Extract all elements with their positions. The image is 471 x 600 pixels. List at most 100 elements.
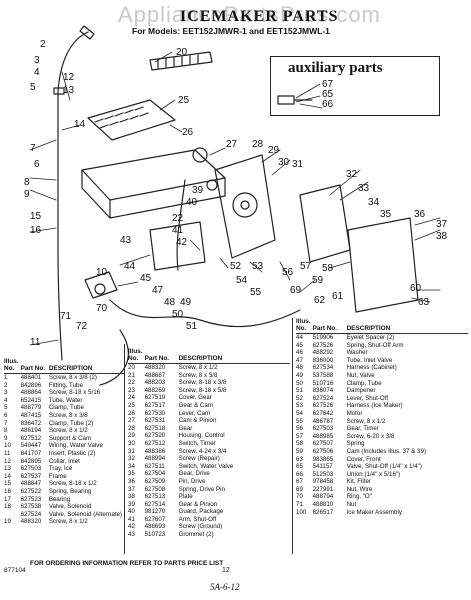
callout-48: 48	[164, 297, 176, 308]
cell-description: Gear, Timer	[346, 425, 379, 433]
cell-description: Screw, 8 x 1/2	[178, 364, 218, 371]
header-illus: Illus. No.	[128, 348, 145, 364]
cell-description: Tube, Water	[48, 396, 83, 404]
cell-illus-no: 55	[296, 417, 303, 425]
cell-illus-no: 50	[296, 379, 303, 387]
cell-part-no: 627504	[144, 470, 166, 478]
cell-description: Screw, 8 x 5/8	[178, 371, 218, 379]
cell-illus-no: 56	[296, 425, 303, 433]
cell-illus-no: 9	[4, 434, 8, 442]
callout-32: 32	[346, 169, 358, 180]
cell-description: Support & Cam	[48, 434, 92, 442]
cell-illus-no: 26	[128, 409, 135, 417]
callout-30: 30	[278, 157, 290, 168]
cell-description: Tray, Ice	[48, 465, 73, 473]
cell-part-no: 488320	[144, 364, 166, 371]
ejector-comb	[149, 51, 213, 71]
cell-description: Screw, 8 x 1/2	[48, 427, 88, 435]
cell-part-no: 627503	[312, 425, 334, 433]
cell-illus-no: 43	[128, 531, 135, 539]
cell-part-no: 978458	[312, 478, 334, 486]
callout-27: 27	[226, 139, 238, 150]
cell-part-no: 510716	[312, 379, 334, 387]
cell-description: Spring, Drive Pin	[178, 485, 225, 493]
table-header-row: Illus. No. Part No. DESCRIPTION	[296, 318, 468, 334]
callout-2: 2	[40, 39, 46, 50]
cell-part-no: 627607	[144, 515, 166, 523]
cell-illus-no: 11	[4, 449, 11, 457]
cell-illus-no: 21	[128, 371, 135, 379]
cell-illus-no: 53	[296, 402, 303, 410]
callout-54: 54	[236, 275, 248, 286]
cell-part-no: 627534	[312, 364, 334, 372]
cell-illus-no: 35	[128, 470, 135, 478]
cell-illus-no: 66	[296, 470, 303, 478]
callout-47: 47	[152, 285, 164, 296]
cell-illus-no: 18	[4, 503, 11, 511]
cell-part-no: 488687	[144, 371, 166, 379]
cell-illus-no: 3	[4, 389, 8, 397]
column-divider-2	[292, 318, 293, 554]
callout-25: 25	[178, 95, 190, 106]
cell-part-no: 488292	[312, 349, 334, 357]
cell-part-no: 626517	[312, 508, 334, 516]
callout-70: 70	[96, 303, 108, 314]
cell-part-no: 488386	[144, 447, 166, 455]
cell-illus-no: 12	[4, 457, 11, 465]
cell-part-no: 842896	[20, 381, 42, 389]
callout-72: 72	[76, 321, 88, 332]
cell-description: Screw, 8 x 1/2	[346, 417, 386, 425]
cell-illus-no: 22	[128, 379, 135, 387]
cell-part-no: 627538	[20, 503, 42, 511]
callout-5: 5	[30, 82, 36, 93]
cell-description: Nut	[346, 501, 357, 509]
cell-part-no: 488794	[312, 493, 334, 501]
cell-part-no: 627512	[144, 439, 166, 447]
water-tube	[57, 31, 89, 361]
cell-illus-no: 51	[296, 387, 303, 395]
callout-31: 31	[292, 159, 304, 170]
cell-description: Screw, 8-18 x 5/16	[48, 389, 101, 397]
callout-62: 62	[314, 295, 326, 306]
callout-12: 12	[63, 72, 75, 83]
cell-description: Union (1/4" x 5/16")	[346, 470, 401, 478]
header-part: Part No.	[144, 348, 179, 364]
cell-part-no: 627513	[144, 493, 166, 501]
callout-3: 3	[34, 55, 40, 66]
cell-description: Gear & Cam	[178, 401, 213, 409]
mounting-plate	[299, 184, 351, 263]
callout-33: 33	[358, 183, 370, 194]
cell-part-no: 227991	[312, 485, 334, 493]
table-row: 56 627503 Gear, Timer	[296, 425, 468, 433]
callout-10: 10	[96, 267, 108, 278]
callout-7: 7	[30, 143, 36, 154]
cell-illus-no: 29	[128, 432, 135, 440]
cell-part-no: 486194	[20, 427, 42, 435]
callout-16: 16	[30, 225, 42, 236]
cell-description: Wiring, Water Valve	[48, 442, 103, 450]
cell-illus-no: 24	[128, 394, 135, 402]
control-housing	[214, 154, 276, 259]
cell-illus-no: 28	[128, 424, 135, 432]
cell-part-no: 510723	[144, 531, 166, 539]
cell-illus-no: 46	[296, 349, 303, 357]
cell-description: Screw, 8 x 3/8	[48, 411, 88, 419]
cell-illus-no: 25	[128, 401, 135, 409]
